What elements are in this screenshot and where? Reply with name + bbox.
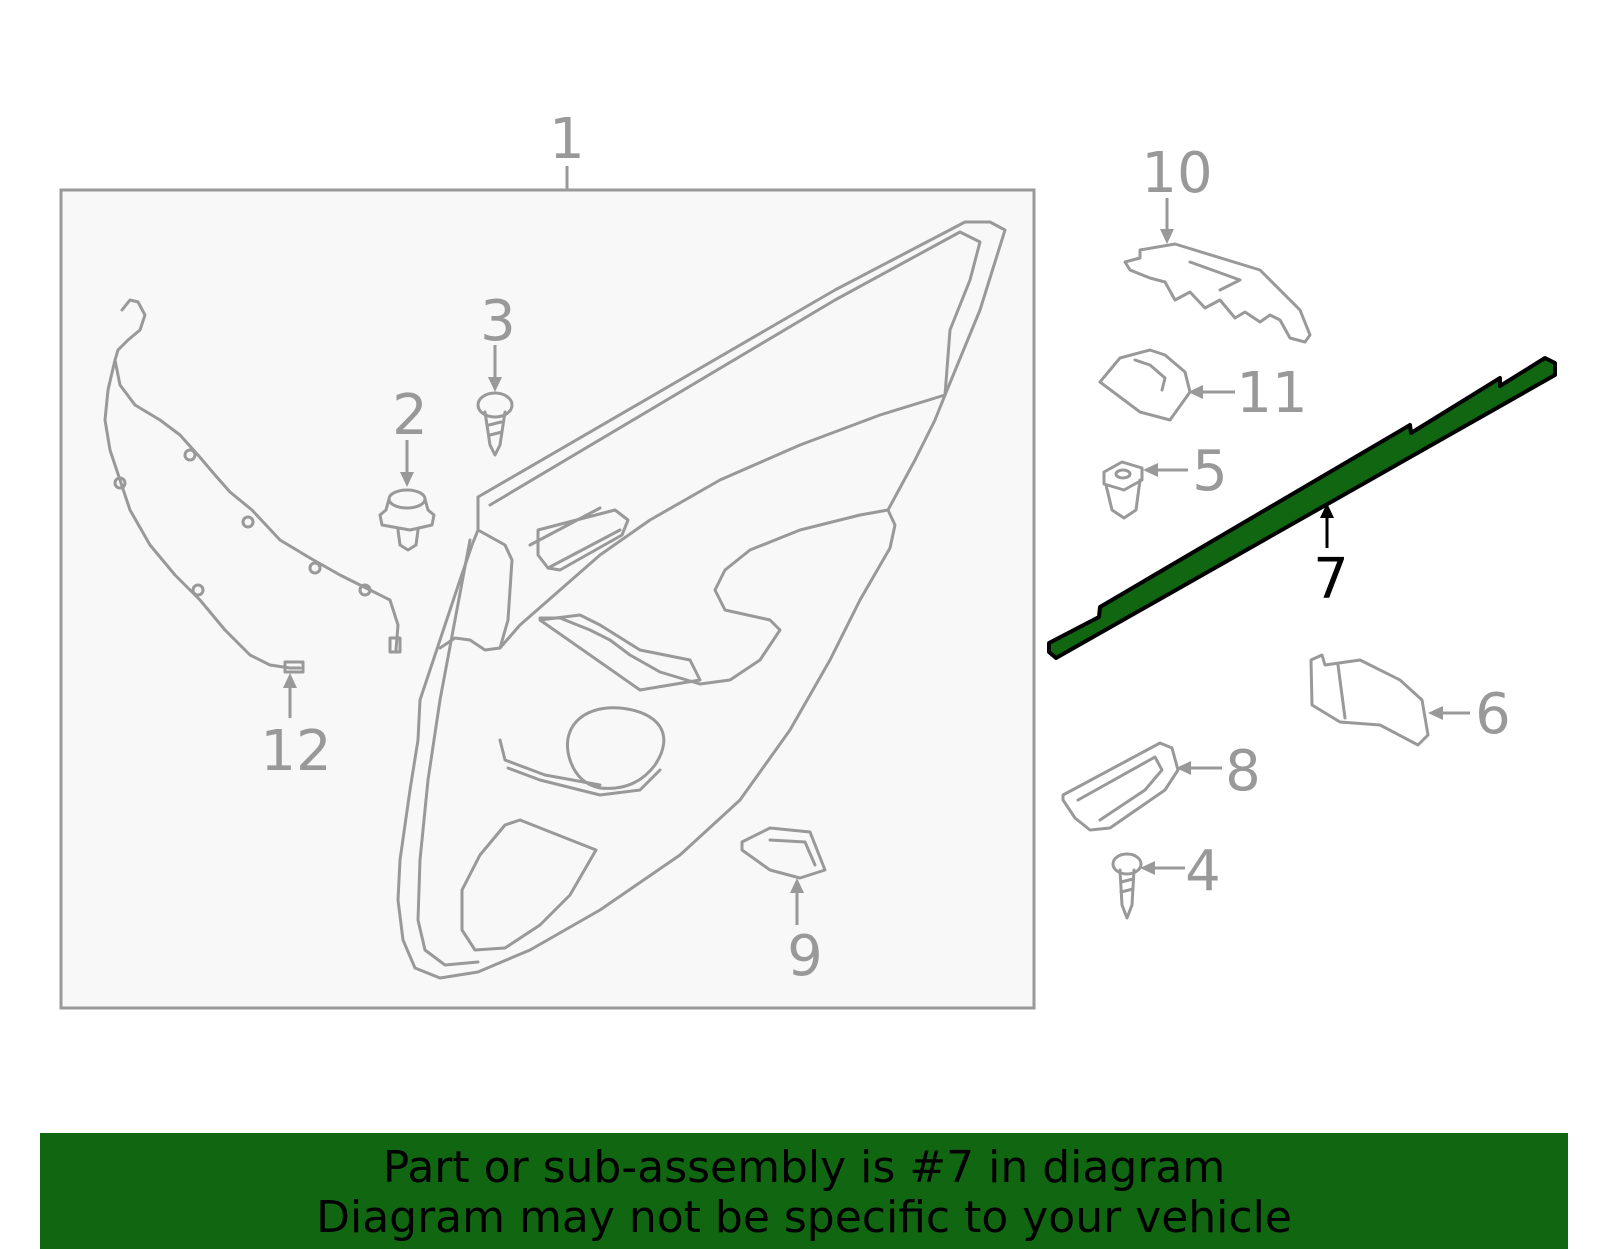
callout-7: 7 (1313, 547, 1349, 612)
trim-clip (378, 488, 436, 552)
trim-bracket (1123, 242, 1312, 344)
callout-4: 4 (1185, 839, 1221, 904)
callout-4-arrowhead (1140, 861, 1155, 875)
trim-screw (476, 391, 514, 457)
callout-10: 10 (1141, 141, 1212, 206)
window-switch (1098, 348, 1192, 422)
callout-2-arrowhead (400, 472, 414, 487)
callout-3: 3 (480, 289, 516, 354)
callout-2: 2 (392, 383, 428, 448)
callout-9: 9 (787, 924, 823, 989)
part-info-banner: Part or sub-assembly is #7 in diagram Di… (40, 1133, 1568, 1249)
switch-bezel (740, 826, 827, 880)
callout-6-arrowhead (1428, 706, 1443, 720)
belt-weatherstrip-body (1047, 356, 1557, 660)
callout-11: 11 (1236, 361, 1307, 426)
callout-7-arrowhead (1320, 503, 1334, 518)
banner-line-disclaimer: Diagram may not be specific to your vehi… (316, 1192, 1292, 1243)
retainer-nut (1102, 460, 1144, 520)
callout-11-arrowhead (1188, 385, 1203, 399)
belt-weatherstrip-highlighted (1047, 356, 1557, 660)
callout-10-arrowhead (1160, 229, 1174, 244)
callout-3-arrowhead (488, 377, 502, 392)
callout-6: 6 (1475, 682, 1511, 747)
banner-line-part-number: Part or sub-assembly is #7 in diagram (382, 1142, 1226, 1193)
bezel-screw (1111, 852, 1143, 920)
callout-5-arrowhead (1143, 463, 1158, 477)
callout-8-arrowhead (1176, 761, 1191, 775)
callout-9-arrowhead (790, 878, 804, 893)
callout-5: 5 (1192, 439, 1228, 504)
trim-pad (1309, 653, 1430, 747)
door-trim-panel (396, 220, 1007, 980)
callout-12: 12 (260, 719, 331, 784)
callout-12-arrowhead (283, 673, 297, 688)
callout-8: 8 (1225, 739, 1261, 804)
handle-bezel (1061, 741, 1180, 832)
callout-1: 1 (549, 107, 585, 172)
wiring-harness (103, 298, 402, 674)
